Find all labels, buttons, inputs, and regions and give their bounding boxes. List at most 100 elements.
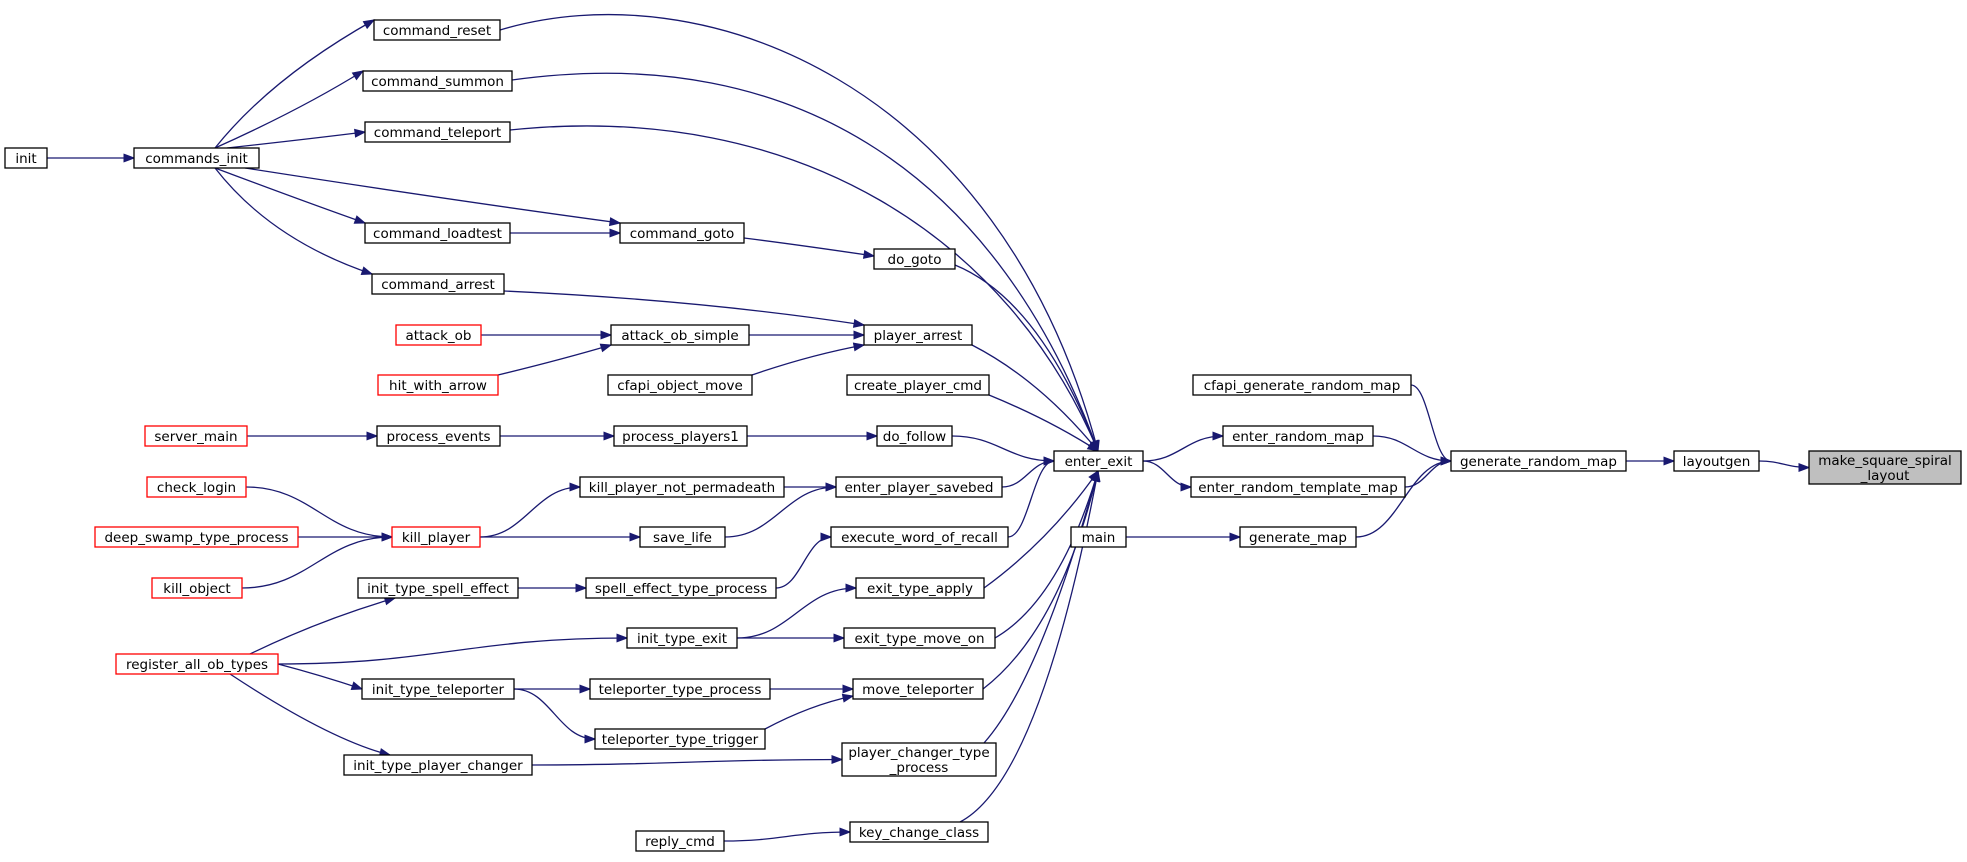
edge-command_arrest-to-player_arrest <box>503 290 866 328</box>
node-move-teleporter[interactable]: move_teleporter <box>852 678 984 700</box>
node-process-players1[interactable]: process_players1 <box>613 425 748 447</box>
edge-kill_player-to-save_life <box>480 532 642 542</box>
arrowhead <box>1229 532 1242 542</box>
edge-line <box>214 167 366 224</box>
node-exit-type-apply[interactable]: exit_type_apply <box>855 577 985 599</box>
node-spell-effect-type-process[interactable]: spell_effect_type_process <box>585 577 777 599</box>
node-process-events[interactable]: process_events <box>376 425 501 447</box>
node-generate-map[interactable]: generate_map <box>1239 526 1357 548</box>
node-save-life[interactable]: save_life <box>639 526 726 548</box>
node-attack-ob-simple[interactable]: attack_ob_simple <box>610 324 750 346</box>
node-command-goto[interactable]: command_goto <box>619 222 745 244</box>
node-label: player_changer_type <box>848 745 989 761</box>
edge-player_arrest-to-enter_exit <box>971 344 1099 453</box>
edge-layoutgen-to-make_square_spiral_layout <box>1758 460 1811 473</box>
node-enter-random-map[interactable]: enter_random_map <box>1222 425 1374 447</box>
node-do-follow[interactable]: do_follow <box>876 425 953 447</box>
node-player-arrest[interactable]: player_arrest <box>863 324 973 346</box>
node-enter-player-savebed[interactable]: enter_player_savebed <box>835 476 1003 498</box>
node-generate-random-map[interactable]: generate_random_map <box>1450 450 1627 472</box>
edge-init_type_teleporter-to-teleporter_type_trigger <box>513 688 597 744</box>
node-label: attack_ob <box>406 328 472 344</box>
node-label: command_loadtest <box>373 226 502 242</box>
node-teleporter-type-process[interactable]: teleporter_type_process <box>589 678 771 700</box>
node-init-type-player-changer[interactable]: init_type_player_changer <box>343 754 533 776</box>
edge-line <box>509 125 1099 452</box>
node-command-teleport[interactable]: command_teleport <box>364 121 511 143</box>
node-teleporter-type-trigger[interactable]: teleporter_type_trigger <box>594 728 766 750</box>
node-label: command_reset <box>383 23 491 39</box>
edge-cfapi_generate_random_map-to-generate_random_map <box>1410 384 1453 466</box>
node-box <box>362 70 513 92</box>
edge-do_follow-to-enter_exit <box>951 435 1056 466</box>
node-init-type-teleporter[interactable]: init_type_teleporter <box>361 678 515 700</box>
edge-command_loadtest-to-command_goto <box>510 228 622 238</box>
node-deep-swamp-type-process[interactable]: deep_swamp_type_process <box>94 526 299 548</box>
node-label: make_square_spiral <box>1818 453 1951 469</box>
node-label: kill_object <box>163 581 230 597</box>
node-key-change-class[interactable]: key_change_class <box>849 821 989 843</box>
node-box <box>594 728 766 750</box>
node-exit-type-move-on[interactable]: exit_type_move_on <box>843 627 996 649</box>
arrowhead <box>575 583 588 593</box>
node-box <box>610 324 750 346</box>
node-create-player-cmd[interactable]: create_player_cmd <box>846 374 990 396</box>
node-enter-exit[interactable]: enter_exit <box>1053 450 1144 472</box>
arrowhead <box>353 215 367 224</box>
node-kill-player-not-permadeath[interactable]: kill_player_not_permadeath <box>579 476 785 498</box>
edge-line <box>249 597 396 655</box>
arrowhead <box>1091 469 1101 483</box>
node-attack-ob[interactable]: attack_ob <box>395 324 482 346</box>
edge-generate_map-to-generate_random_map <box>1355 456 1453 538</box>
node-command-summon[interactable]: command_summon <box>362 70 513 92</box>
node-make-square-spiral-layout[interactable]: make_square_spiral_layout <box>1808 450 1962 485</box>
node-command-reset[interactable]: command_reset <box>373 19 501 41</box>
node-reply-cmd[interactable]: reply_cmd <box>635 830 725 852</box>
edge-hit_with_arrow-to-attack_ob_simple <box>497 343 613 376</box>
node-box <box>361 678 515 700</box>
node-hit-with-arrow[interactable]: hit_with_arrow <box>377 374 499 396</box>
node-box <box>364 121 511 143</box>
node-command-loadtest[interactable]: command_loadtest <box>364 222 511 244</box>
node-player-changer-type-process[interactable]: player_changer_type_process <box>841 742 997 777</box>
node-register-all-ob-types[interactable]: register_all_ob_types <box>115 653 279 675</box>
node-layoutgen[interactable]: layoutgen <box>1673 450 1760 472</box>
node-init[interactable]: init <box>4 147 48 169</box>
node-box <box>115 653 279 675</box>
node-execute-word-of-recall[interactable]: execute_word_of_recall <box>830 526 1009 548</box>
edge-spell_effect_type_process-to-execute_word_of_recall <box>775 532 833 589</box>
node-main[interactable]: main <box>1070 526 1127 548</box>
edge-line <box>226 131 366 149</box>
node-init-type-spell-effect[interactable]: init_type_spell_effect <box>357 577 519 599</box>
node-check-login[interactable]: check_login <box>146 476 247 498</box>
edge-generate_random_map-to-layoutgen <box>1626 456 1676 466</box>
arrowhead <box>360 266 374 275</box>
node-box <box>841 742 997 777</box>
edge-command_goto-to-do_goto <box>743 237 876 259</box>
node-label: init_type_spell_effect <box>367 581 509 597</box>
edge-create_player_cmd-to-enter_exit <box>988 394 1100 452</box>
node-label: do_follow <box>883 429 946 445</box>
node-kill-object[interactable]: kill_object <box>151 577 243 599</box>
node-kill-player[interactable]: kill_player <box>391 526 481 548</box>
node-box <box>1053 450 1144 472</box>
node-init-type-exit[interactable]: init_type_exit <box>626 627 738 649</box>
node-server-main[interactable]: server_main <box>144 425 248 447</box>
edge-line <box>988 394 1099 452</box>
edge-kill_object-to-kill_player <box>241 532 394 589</box>
node-box <box>619 222 745 244</box>
node-commands-init[interactable]: commands_init <box>133 147 260 169</box>
node-box <box>94 526 299 548</box>
edge-kill_player-to-kill_player_not_permadeath <box>479 482 582 538</box>
node-cfapi-object-move[interactable]: cfapi_object_move <box>607 374 753 396</box>
edge-cfapi_object_move-to-player_arrest <box>751 342 866 376</box>
node-box <box>873 248 956 270</box>
node-command-arrest[interactable]: command_arrest <box>371 273 505 295</box>
node-label: create_player_cmd <box>854 378 982 394</box>
edge-line <box>244 167 621 224</box>
node-enter-random-template-map[interactable]: enter_random_template_map <box>1190 476 1406 498</box>
node-cfapi-generate-random-map[interactable]: cfapi_generate_random_map <box>1192 374 1412 396</box>
arrowhead <box>584 734 597 744</box>
node-do-goto[interactable]: do_goto <box>873 248 956 270</box>
edge-enter_exit-to-enter_random_map <box>1142 431 1225 462</box>
